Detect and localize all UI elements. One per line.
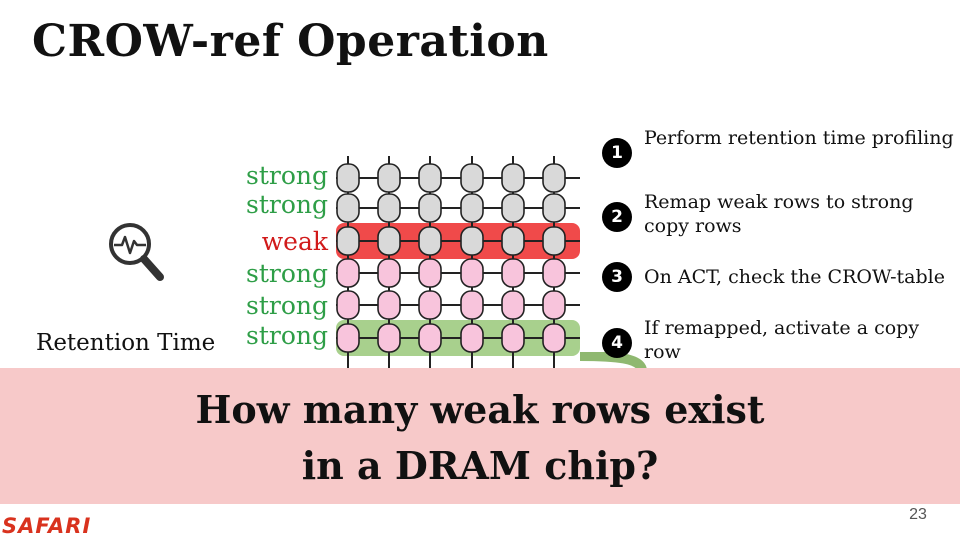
dram-cell <box>460 163 484 193</box>
dram-cell <box>336 163 360 193</box>
dram-cell <box>336 258 360 288</box>
curved-arrow-icon <box>579 352 647 372</box>
dram-cell <box>336 323 360 353</box>
dram-cell <box>377 163 401 193</box>
retention-time-label: Retention Time <box>36 330 216 356</box>
dram-cell <box>418 258 442 288</box>
row-label-2: strong <box>246 190 328 219</box>
dram-cell <box>542 258 566 288</box>
step-text-3: On ACT, check the CROW-table <box>644 266 945 288</box>
dram-cell <box>501 193 525 223</box>
dram-cell <box>336 193 360 223</box>
dram-cell <box>377 193 401 223</box>
dram-cell <box>501 163 525 193</box>
safari-logo: SAFARI <box>2 514 92 538</box>
step-text-2: Remap weak rows to strong copy rows <box>644 191 914 237</box>
dram-cell <box>377 323 401 353</box>
dram-cell <box>377 258 401 288</box>
dram-cell <box>418 323 442 353</box>
step-number-1: 1 <box>602 138 632 168</box>
dram-cell <box>418 290 442 320</box>
dram-cell <box>542 323 566 353</box>
step-number-3: 3 <box>602 262 632 292</box>
dram-cell <box>418 226 442 256</box>
slide-title: CROW-ref Operation <box>32 16 549 67</box>
dram-cell <box>336 226 360 256</box>
dram-cell <box>542 163 566 193</box>
dram-cell <box>418 193 442 223</box>
dram-cell <box>460 193 484 223</box>
magnifier-heartbeat-icon <box>109 223 164 281</box>
dram-cell <box>336 290 360 320</box>
banner-line-2: in a DRAM chip? <box>301 443 659 488</box>
row-label-4: strong <box>246 259 328 288</box>
dram-cell <box>460 258 484 288</box>
banner-question: How many weak rows exist in a DRAM chip? <box>0 382 960 494</box>
dram-cell <box>501 323 525 353</box>
dram-cell <box>460 226 484 256</box>
dram-cell <box>501 226 525 256</box>
row-label-1: strong <box>246 161 328 190</box>
dram-cell <box>377 226 401 256</box>
dram-cell <box>377 290 401 320</box>
dram-cell <box>460 323 484 353</box>
dram-cell <box>542 193 566 223</box>
row-label-3: weak <box>261 227 328 256</box>
dram-cell <box>418 163 442 193</box>
dram-cell <box>501 290 525 320</box>
page-number: 23 <box>909 506 927 523</box>
dram-cell <box>501 258 525 288</box>
dram-cell <box>460 290 484 320</box>
dram-cell-array <box>336 156 580 384</box>
row-label-6: strong <box>246 321 328 350</box>
profiling-icon-wrap <box>104 220 168 284</box>
banner-line-1: How many weak rows exist <box>195 387 765 432</box>
step-number-2: 2 <box>602 202 632 232</box>
question-banner: How many weak rows exist in a DRAM chip? <box>0 368 960 504</box>
step-text-4: If remapped, activate a copy row <box>644 317 920 363</box>
row-label-5: strong <box>246 291 328 320</box>
dram-cell <box>542 290 566 320</box>
dram-cell <box>542 226 566 256</box>
step-text-1: Perform retention time profiling <box>644 127 954 149</box>
step-number-4: 4 <box>602 328 632 358</box>
